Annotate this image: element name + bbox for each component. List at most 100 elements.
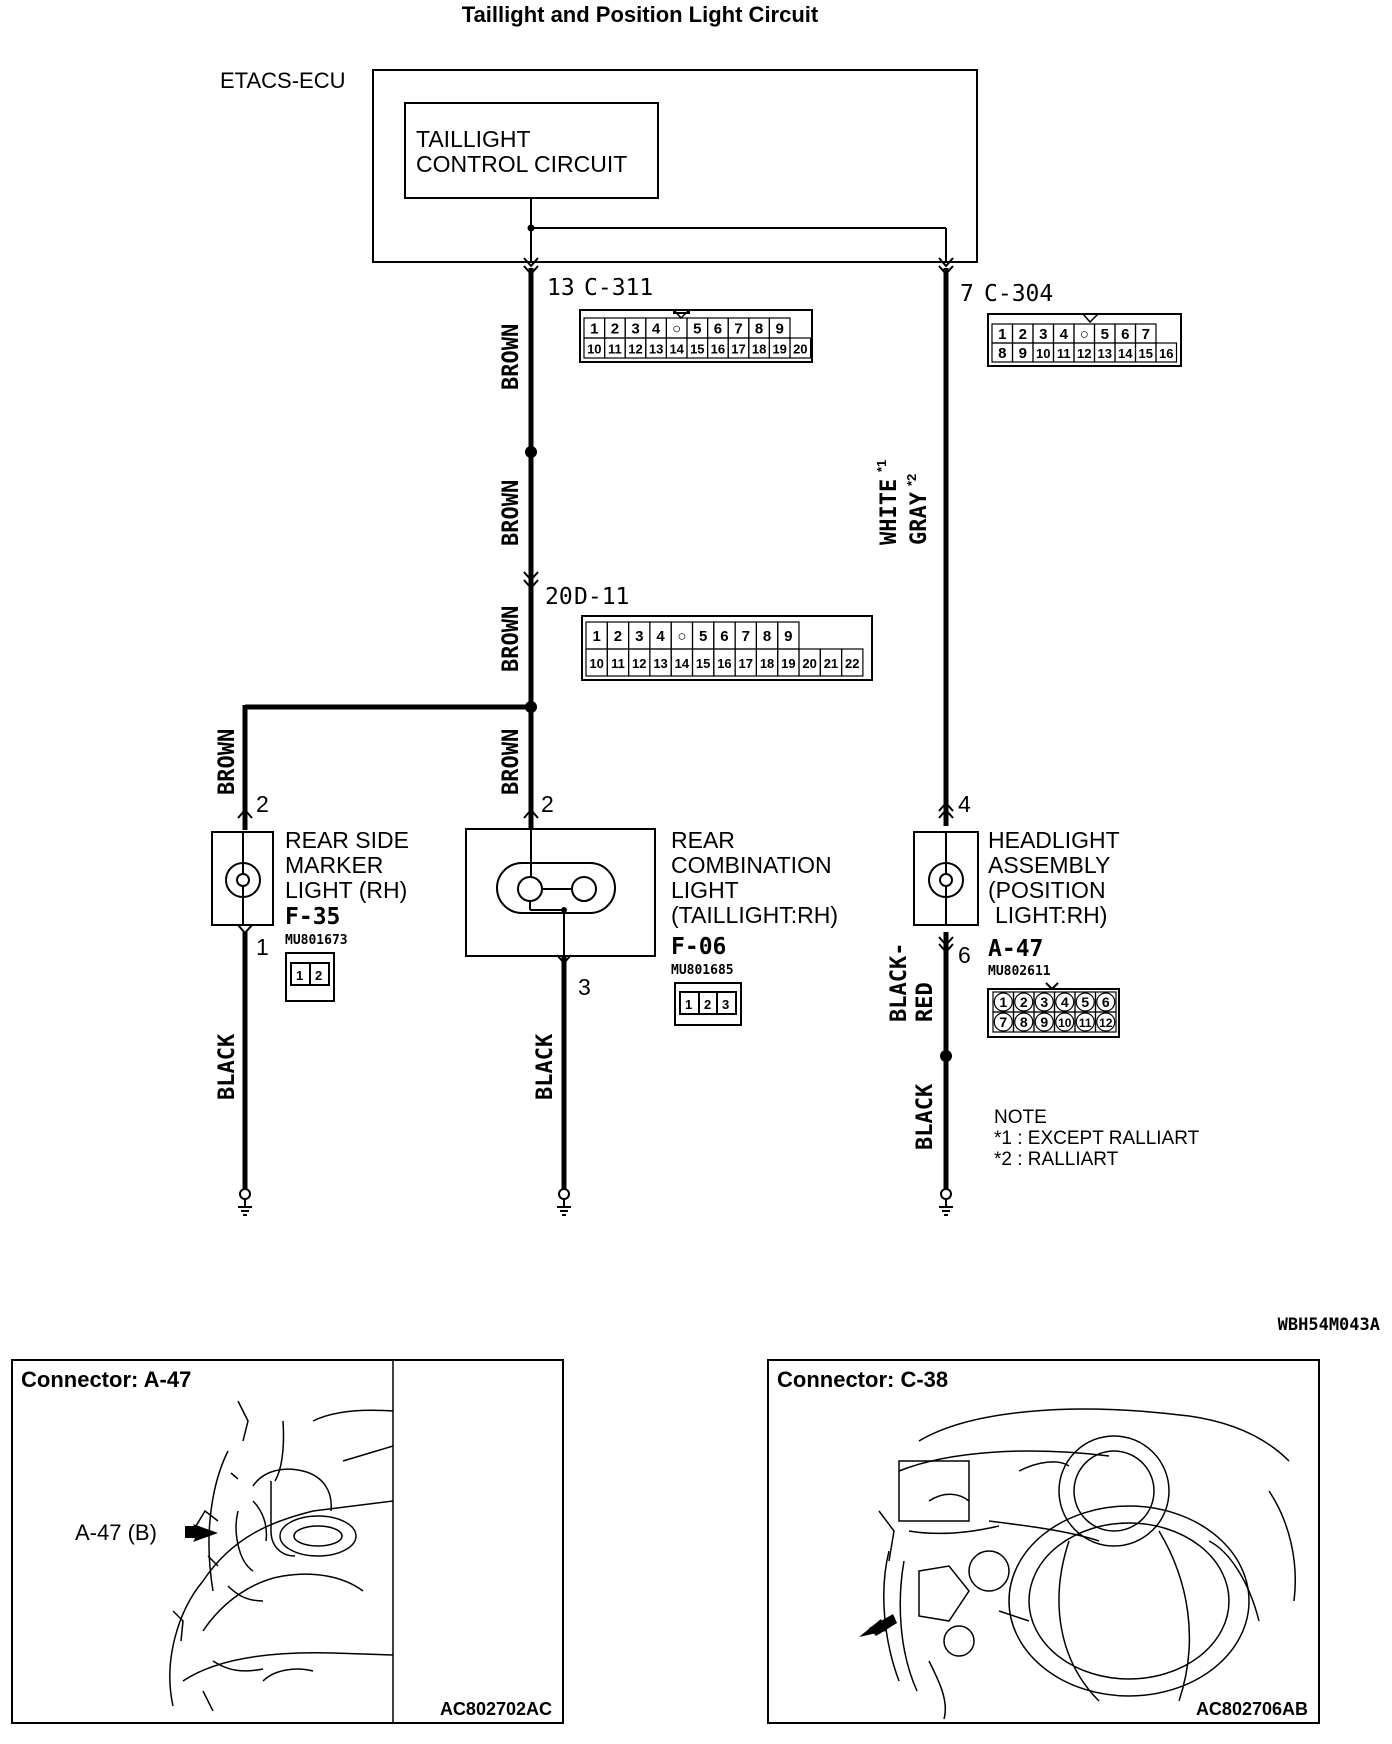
panel-c38-title: Connector: C-38 (777, 1367, 949, 1392)
c304-pin: 2 (1019, 326, 1027, 343)
wire-label-brown-1: BROWN (499, 324, 524, 390)
a47-pin-ring (1096, 992, 1116, 1012)
ecu-inner-line2: CONTROL CIRCUIT (416, 151, 627, 177)
c311-pin: 12 (628, 341, 642, 356)
note-line1: *1 : EXCEPT RALLIART (994, 1128, 1200, 1149)
wire-label-black-2: BLACK (533, 1033, 558, 1100)
c311-pin: 5 (693, 320, 701, 337)
c304-pin: ○ (1080, 326, 1089, 343)
f35-pin-1: 1 (296, 968, 303, 983)
c304-pin: 16 (1159, 346, 1173, 361)
side-marker-line3: LIGHT (RH) (285, 877, 407, 903)
c311-pin: 4 (652, 320, 661, 337)
d11-pin: 1 (592, 628, 600, 645)
d11-pin: 14 (675, 656, 690, 671)
a47-pin: 9 (1040, 1014, 1048, 1030)
d11-pin: 21 (824, 656, 838, 671)
c304-pin: 6 (1121, 326, 1129, 343)
a47-pin: 6 (1102, 994, 1110, 1010)
d11-pin: 19 (781, 656, 795, 671)
combination-line3: LIGHT (671, 877, 739, 903)
a47-cell (1094, 1011, 1117, 1033)
c304-pin: 1 (998, 326, 1006, 343)
ecu-internal-wiring (527, 198, 947, 262)
d11-pin: 16 (717, 656, 731, 671)
c311-pin: 7 (734, 320, 742, 337)
c311-pin: 1 (590, 320, 598, 337)
d11-pin: 10 (589, 656, 603, 671)
c304-pin: 4 (1060, 326, 1069, 343)
c311-pin: 18 (752, 341, 766, 356)
d11-pin: 18 (760, 656, 774, 671)
d11-pin: 17 (739, 656, 753, 671)
d11-pin: 5 (699, 628, 707, 645)
d11-pin: ○ (677, 628, 686, 645)
a47-pin-ring (1014, 1012, 1034, 1032)
a47-callout: A-47 (B) (75, 1520, 157, 1545)
d11-pin: 8 (763, 628, 771, 645)
a47-pin-ring (993, 992, 1013, 1012)
d11-pin: 2 (614, 628, 622, 645)
wire-label-white-gray: WHITE *1 GRAY *2 (874, 460, 932, 545)
c311-cell (789, 337, 812, 359)
c304-pin: 13 (1098, 346, 1112, 361)
c311-pin: 9 (776, 320, 784, 337)
headlight-pin-bottom: 6 (958, 942, 971, 968)
c311-pin: 16 (711, 341, 725, 356)
svg-text:*2: *2 (904, 474, 919, 486)
ground-symbols (238, 1188, 953, 1216)
headlight-pin-top: 4 (958, 791, 971, 817)
f35-pin-2: 2 (315, 968, 322, 983)
d11-connector (581, 615, 873, 681)
c304-pin: 11 (1057, 346, 1071, 361)
a47-pin: 5 (1081, 994, 1089, 1010)
c304-pin: 7 (960, 281, 974, 307)
a47-pin: 2 (1020, 994, 1028, 1010)
headlight-lamp (928, 832, 964, 925)
c311-pin: 13 (547, 275, 575, 301)
c311-connector (579, 309, 813, 363)
svg-text:WHITE: WHITE (877, 479, 902, 545)
a47-pin-ring (1075, 992, 1095, 1012)
headlight-line2: ASSEMBLY (988, 852, 1110, 878)
wire-label-black-3: BLACK (913, 1083, 938, 1150)
c311-name: C-311 (584, 275, 653, 301)
d11-name: D-11 (574, 584, 629, 610)
c311-pin: 8 (755, 320, 763, 337)
c304-pin: 15 (1139, 346, 1153, 361)
d11-cell (840, 648, 864, 677)
svg-text:GRAY: GRAY (907, 491, 932, 545)
svg-text:BLACK-: BLACK- (887, 943, 912, 1022)
connector-c38-panel: Connector: C-38 (767, 1359, 1320, 1724)
a47-pin: 4 (1061, 994, 1069, 1010)
d11-pin: 12 (632, 656, 646, 671)
c304-pin: 3 (1039, 326, 1047, 343)
c304-pin: 5 (1101, 326, 1109, 343)
a47-pin-ring (1055, 1012, 1075, 1032)
side-marker-lamp (225, 832, 261, 925)
d11-pin: 7 (742, 628, 750, 645)
c304-pin: 8 (998, 345, 1006, 362)
connector-a47-panel: Connector: A-47 (11, 1359, 564, 1724)
c304-pin: 9 (1019, 345, 1027, 362)
f06-pin-1: 1 (685, 997, 692, 1012)
connector-arrows (237, 257, 954, 965)
c311-pin: 10 (587, 341, 601, 356)
wire-label-brown-5: BROWN (499, 729, 524, 795)
d11-pin: 9 (784, 628, 792, 645)
c311-pin: 6 (714, 320, 722, 337)
a47-pin: 1 (999, 994, 1007, 1010)
ecu-label: ETACS-ECU (220, 68, 346, 93)
a47-pin: 3 (1040, 994, 1048, 1010)
side-marker-line1: REAR SIDE (285, 827, 409, 853)
wire-label-black-1: BLACK (215, 1033, 240, 1100)
headlight-line4: LIGHT:RH) (995, 902, 1107, 928)
headlight-line3: (POSITION (988, 877, 1106, 903)
d11-pin: 15 (696, 656, 710, 671)
combination-line4: (TAILLIGHT:RH) (671, 902, 838, 928)
wire-label-brown-3: BROWN (499, 606, 524, 672)
f35-name: F-35 (285, 904, 340, 930)
combination-line2: COMBINATION (671, 852, 832, 878)
